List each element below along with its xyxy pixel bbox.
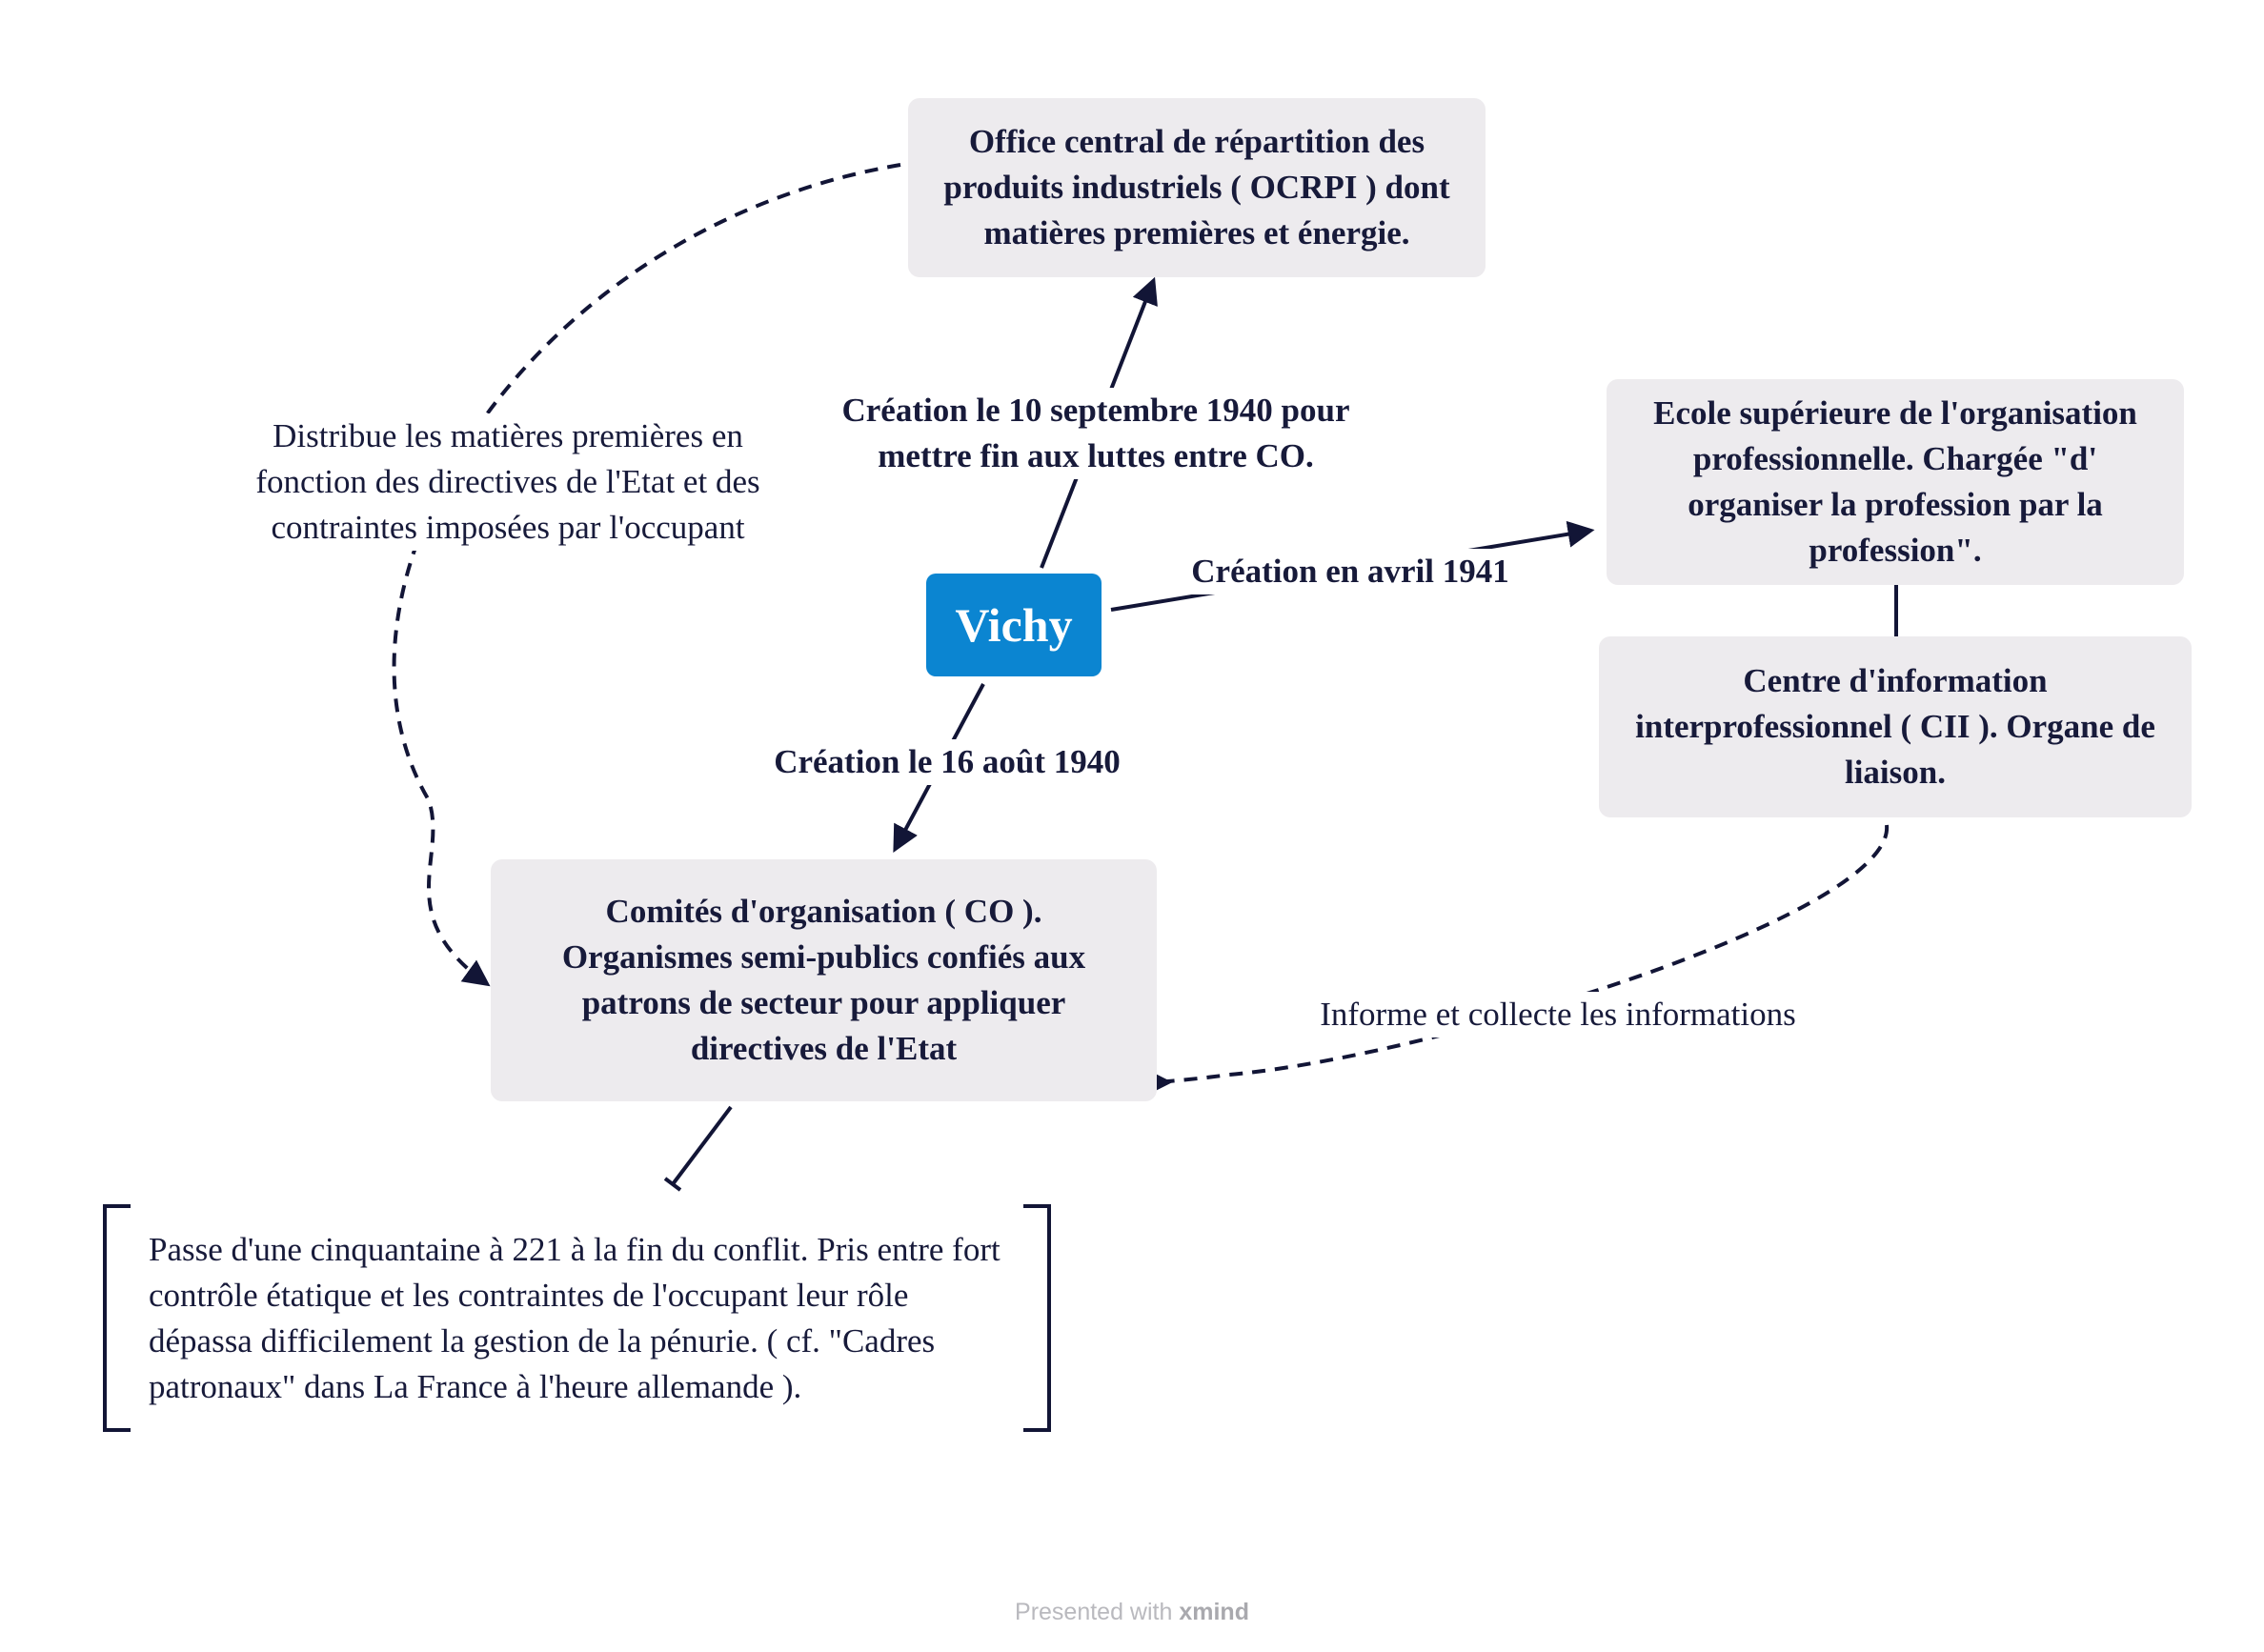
central-topic-label: Vichy (955, 598, 1073, 652)
summary-note: Passe d'une cinquantaine à 221 à la fin … (149, 1231, 1001, 1405)
link-co-summary (671, 1105, 733, 1186)
link-ocrpi-co (392, 163, 901, 987)
link-label-vichy-ecole: Création en avril 1941 (1178, 549, 1523, 594)
xmind-logo: xmind (1179, 1599, 1249, 1625)
node-co[interactable]: Comités d'organisation ( CO ). Organisme… (491, 859, 1157, 1101)
node-ecole-text: Ecole supérieure de l'organisation profe… (1653, 394, 2137, 569)
node-cii[interactable]: Centre d'information interprofessionnel … (1599, 636, 2192, 817)
summary-bracket-left (103, 1204, 131, 1432)
node-ecole[interactable]: Ecole supérieure de l'organisation profe… (1607, 379, 2184, 585)
node-ocrpi-text: Office central de répartition des produi… (943, 123, 1450, 252)
node-ocrpi[interactable]: Office central de répartition des produi… (908, 98, 1486, 277)
link-cii-co (1145, 824, 1890, 1096)
footer-credit: Presented with xmind (0, 1599, 2264, 1626)
node-cii-text: Centre d'information interprofessionnel … (1635, 662, 2155, 791)
link-label-vichy-ocrpi: Création le 10 septembre 1940 pour mettr… (815, 388, 1377, 479)
link-co-summary-cap (663, 1177, 682, 1192)
footer-prefix: Presented with (1015, 1599, 1173, 1625)
link-label-ocrpi-co: Distribue les matières premières en fonc… (236, 413, 779, 551)
node-co-text: Comités d'organisation ( CO ). Organisme… (561, 893, 1086, 1067)
summary-bracket-right (1023, 1204, 1051, 1432)
link-label-vichy-co: Création le 16 août 1940 (758, 739, 1137, 785)
link-label-cii-co: Informe et collecte les informations (1305, 992, 1810, 1038)
central-topic[interactable]: Vichy (926, 574, 1102, 676)
